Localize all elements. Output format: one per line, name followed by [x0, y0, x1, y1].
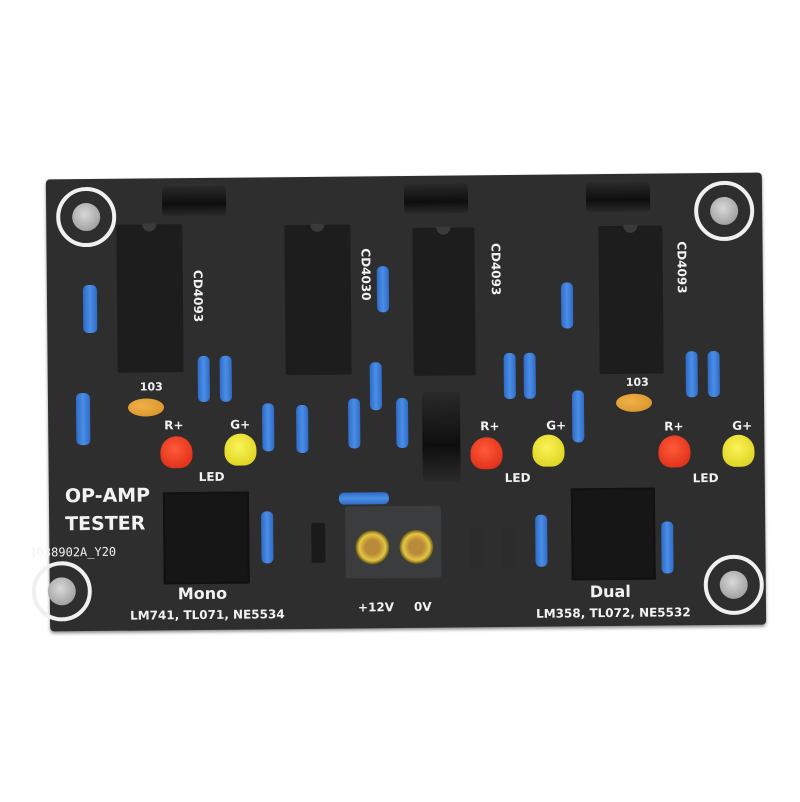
ic-label-3: CD4093: [488, 243, 503, 296]
resistor: [262, 403, 275, 452]
resistor: [523, 352, 536, 399]
resistor: [571, 390, 585, 443]
resistor: [296, 404, 309, 454]
ic-chip-4: [598, 224, 664, 375]
led-label-2: LED: [504, 470, 531, 486]
electrolytic-capacitor: [403, 183, 469, 215]
led-green-label-1: G+: [230, 417, 251, 432]
board-title-line2: TESTER: [65, 512, 146, 536]
resistor: [503, 352, 516, 400]
resistor: [661, 521, 674, 574]
diode: [311, 522, 326, 563]
ceramic-cap-label-2: 103: [625, 375, 649, 389]
mono-socket-label: Mono: [177, 583, 228, 604]
resistor: [219, 355, 232, 402]
ic-label-1: CD4093: [190, 269, 206, 323]
led-red-1: [160, 436, 193, 469]
pcb-board: CD4093 CD4030 CD4093 CD4093 103 103 R+ G…: [29, 172, 767, 632]
led-label-1: LED: [198, 469, 225, 484]
electrolytic-capacitor-large: [421, 391, 461, 482]
resistor: [560, 282, 574, 329]
electrolytic-capacitor: [585, 181, 651, 213]
dual-socket-label: Dual: [589, 581, 631, 602]
resistor: [75, 393, 91, 446]
ic-chip-2: [284, 223, 352, 376]
resistor: [535, 514, 548, 567]
mounting-hole-bottom-left: [31, 561, 93, 622]
dual-opamp-socket[interactable]: [570, 487, 656, 581]
board-title-line1: OP-AMP: [64, 484, 151, 508]
dual-socket-models: LM358, TL072, NE5532: [535, 605, 691, 621]
ic-chip-1: [116, 223, 184, 373]
ic-chip-3: [412, 226, 476, 376]
led-label-3: LED: [692, 471, 719, 486]
ic-label-2: CD4030: [358, 248, 374, 301]
ceramic-cap-label-1: 103: [139, 380, 163, 394]
screw-plus[interactable]: [355, 530, 390, 565]
mounting-hole-bottom-right: [703, 554, 765, 616]
board-id: 1038902A_Y20: [29, 544, 117, 560]
resistor: [82, 284, 98, 334]
resistor: [197, 355, 210, 402]
ceramic-capacitor-1: [127, 398, 165, 417]
ceramic-capacitor-2: [615, 393, 653, 412]
mounting-hole-top-right: [693, 180, 755, 242]
diode: [501, 526, 516, 568]
resistor: [369, 362, 383, 411]
resistor: [376, 266, 390, 313]
led-yellow-1: [224, 433, 257, 466]
diode: [469, 527, 484, 568]
resistor: [685, 351, 698, 398]
resistor: [395, 397, 409, 449]
power-ground-label: 0V: [413, 599, 432, 614]
led-red-label-2: R+: [480, 419, 500, 434]
resistor: [707, 350, 720, 398]
power-plus-label: +12V: [357, 600, 395, 615]
led-yellow-2: [532, 434, 565, 467]
led-red-label-1: R+: [164, 418, 184, 433]
electrolytic-capacitor: [161, 185, 227, 217]
resistor: [261, 511, 274, 564]
led-yellow-3: [722, 434, 755, 467]
mounting-hole-top-left: [55, 186, 117, 248]
ic-label-4: CD4093: [674, 241, 689, 294]
led-red-label-3: R+: [664, 419, 684, 434]
led-green-label-3: G+: [732, 418, 753, 433]
led-red-2: [470, 437, 503, 470]
resistor: [338, 492, 389, 505]
mono-opamp-socket[interactable]: [162, 491, 250, 585]
resistor: [347, 398, 361, 449]
led-red-3: [658, 435, 691, 468]
led-green-label-2: G+: [546, 418, 567, 433]
screw-ground[interactable]: [399, 529, 434, 565]
mono-socket-models: LM741, TL071, NE5534: [129, 607, 285, 623]
